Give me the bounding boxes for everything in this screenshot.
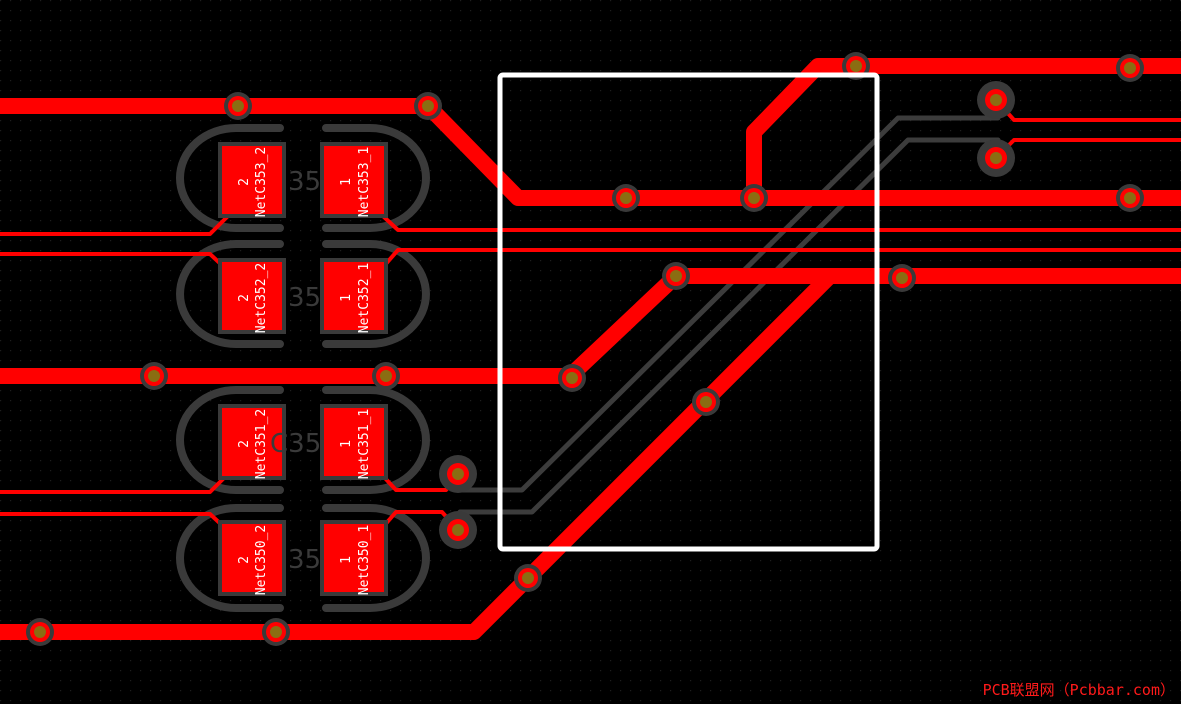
pad-c350-1 [320, 520, 388, 596]
via [1116, 184, 1144, 212]
via [224, 92, 252, 120]
pad-net: NetC351_1 [357, 409, 372, 479]
pad-c350-2 [218, 520, 286, 596]
via [612, 184, 640, 212]
pad-number: 1 [339, 556, 354, 564]
pad-number: 1 [339, 294, 354, 302]
trace [0, 268, 1181, 384]
via [888, 264, 916, 292]
silkscreen-layer [176, 124, 430, 612]
designator-c352: 35 [288, 283, 321, 313]
via [662, 262, 690, 290]
via [514, 564, 542, 592]
pad-net: NetC353_2 [254, 147, 269, 217]
designator-c350: 35 [288, 545, 321, 575]
pad-number: 1 [339, 440, 354, 448]
smd-pads [218, 142, 388, 596]
pad-net: NetC353_1 [357, 147, 372, 217]
pad-net: NetC352_2 [254, 263, 269, 333]
pad-c351-1 [320, 404, 388, 480]
pad-c353-1 [320, 142, 388, 218]
trace [746, 58, 1181, 206]
pad-net: NetC351_2 [254, 409, 269, 479]
via [977, 81, 1015, 119]
designator-c351: C35 [270, 429, 321, 459]
via [558, 364, 586, 392]
inner-layer-traces [457, 115, 1001, 515]
via [740, 184, 768, 212]
pad-net: NetC350_2 [254, 525, 269, 595]
designator-c353: 35 [288, 167, 321, 197]
via [140, 362, 168, 390]
via [26, 618, 54, 646]
selection-box[interactable] [497, 72, 880, 552]
via [1116, 54, 1144, 82]
pad-c352-1 [320, 258, 388, 334]
watermark: PCB联盟网（Pcbbar.com） [982, 681, 1175, 699]
via [262, 618, 290, 646]
pad-c352-2 [218, 258, 286, 334]
via [414, 92, 442, 120]
vias [26, 52, 1144, 646]
trace [0, 98, 1181, 206]
pad-net: NetC350_1 [357, 525, 372, 595]
via [977, 139, 1015, 177]
pad-labels: 2 NetC353_2 1 NetC353_1 2 NetC352_2 1 Ne… [237, 147, 372, 595]
via [439, 511, 477, 549]
pad-number: 1 [339, 178, 354, 186]
pad-c353-2 [218, 142, 286, 218]
pad-c351-2 [218, 404, 286, 480]
pad-net: NetC352_1 [357, 263, 372, 333]
via [692, 388, 720, 416]
via [372, 362, 400, 390]
pad-number: 2 [237, 556, 252, 564]
designators: 35 35 C35 35 [270, 167, 321, 575]
pad-number: 2 [237, 178, 252, 186]
pad-number: 2 [237, 440, 252, 448]
via [439, 455, 477, 493]
pad-number: 2 [237, 294, 252, 302]
